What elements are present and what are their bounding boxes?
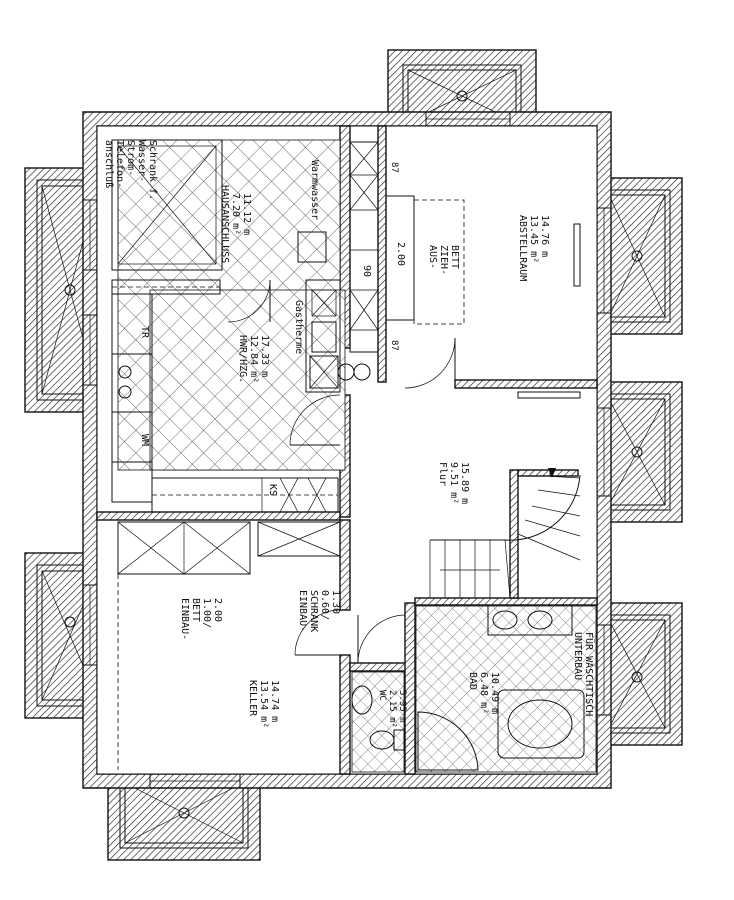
bad-tiled-floor bbox=[415, 605, 597, 773]
wc-cistern bbox=[393, 729, 405, 751]
wm-label: WM bbox=[139, 434, 150, 446]
laundry-column bbox=[111, 279, 221, 503]
door-swing-hwr bbox=[289, 394, 341, 446]
einbau-schrank bbox=[257, 521, 341, 557]
door-swing-wc bbox=[357, 614, 406, 664]
hwr-shelves bbox=[151, 477, 339, 513]
staircase[interactable] bbox=[429, 468, 581, 599]
light-well-right-2 bbox=[599, 381, 683, 523]
door-swing-keller bbox=[294, 609, 341, 656]
light-well-right-3 bbox=[599, 602, 683, 746]
dim-87-top: 87 bbox=[389, 162, 399, 173]
room-hausanschluss: HAUSANSCHLUSS 7.20 m² 11.12 m bbox=[219, 185, 252, 269]
auszieh-bett-outline bbox=[413, 199, 465, 325]
warmwasser-tank bbox=[297, 231, 327, 263]
room-hauswirtschaft: HWR/HZG. 12.84 m² 17.33 m bbox=[237, 335, 270, 389]
einbau-bett-label: EINBAU- BETT 1.00/ 2.00 bbox=[179, 598, 223, 646]
auszieh-bett-label: AUS- ZIEH- BETT bbox=[427, 245, 460, 281]
door-swing-abstell bbox=[404, 337, 456, 389]
light-well-right-1 bbox=[599, 177, 683, 335]
flur-radiator bbox=[517, 391, 581, 399]
einbau-schrank-label: EINBAU- SCHRANK 0.60/ 1.30 bbox=[297, 590, 341, 638]
gastherme-label: Gastherme bbox=[293, 300, 304, 354]
windows bbox=[82, 111, 612, 789]
room-abstellraum: ABSTELLRAUM 13.45 m² 14.76 m bbox=[517, 215, 550, 287]
anschluss-label: Schrank f. Wasser- Strom- Telefon- ansch… bbox=[103, 140, 158, 206]
abstell-shelves bbox=[349, 141, 379, 353]
einbau-bett bbox=[117, 521, 251, 770]
room-bad: BAD 6.48 m² 10.49 m bbox=[467, 672, 500, 720]
abstell-radiator bbox=[573, 223, 581, 287]
door-swing-anschluss bbox=[227, 279, 271, 323]
wc-tiled-floor bbox=[351, 671, 405, 773]
room-flur: Flur 9.51 m² 15.89 m bbox=[437, 462, 470, 510]
hwr-tiled-floor-lower bbox=[149, 289, 346, 471]
bad-fixtures bbox=[417, 604, 585, 771]
boiler-circle-2 bbox=[353, 363, 371, 381]
warmwasser-label: Warmwasser bbox=[309, 160, 320, 220]
tr-label: TR bbox=[139, 326, 150, 339]
anschluss-cabinet bbox=[111, 139, 223, 271]
dim-90-label: 90 bbox=[361, 265, 372, 277]
unterbau-label: UNTERBAU FÜR WASCHTISCH bbox=[572, 632, 596, 716]
bed-length-label: 2.00 bbox=[395, 242, 406, 266]
wc-basin bbox=[351, 685, 373, 715]
dim-87-bottom: 87 bbox=[389, 340, 399, 351]
room-keller: KELLER 13.54 m² 14.74 m bbox=[247, 680, 280, 734]
shower bbox=[417, 711, 479, 771]
bathtub bbox=[497, 689, 585, 759]
ks-label: KS bbox=[267, 484, 278, 496]
room-wc: WC 2.15 m² 5.95 m bbox=[377, 690, 407, 733]
